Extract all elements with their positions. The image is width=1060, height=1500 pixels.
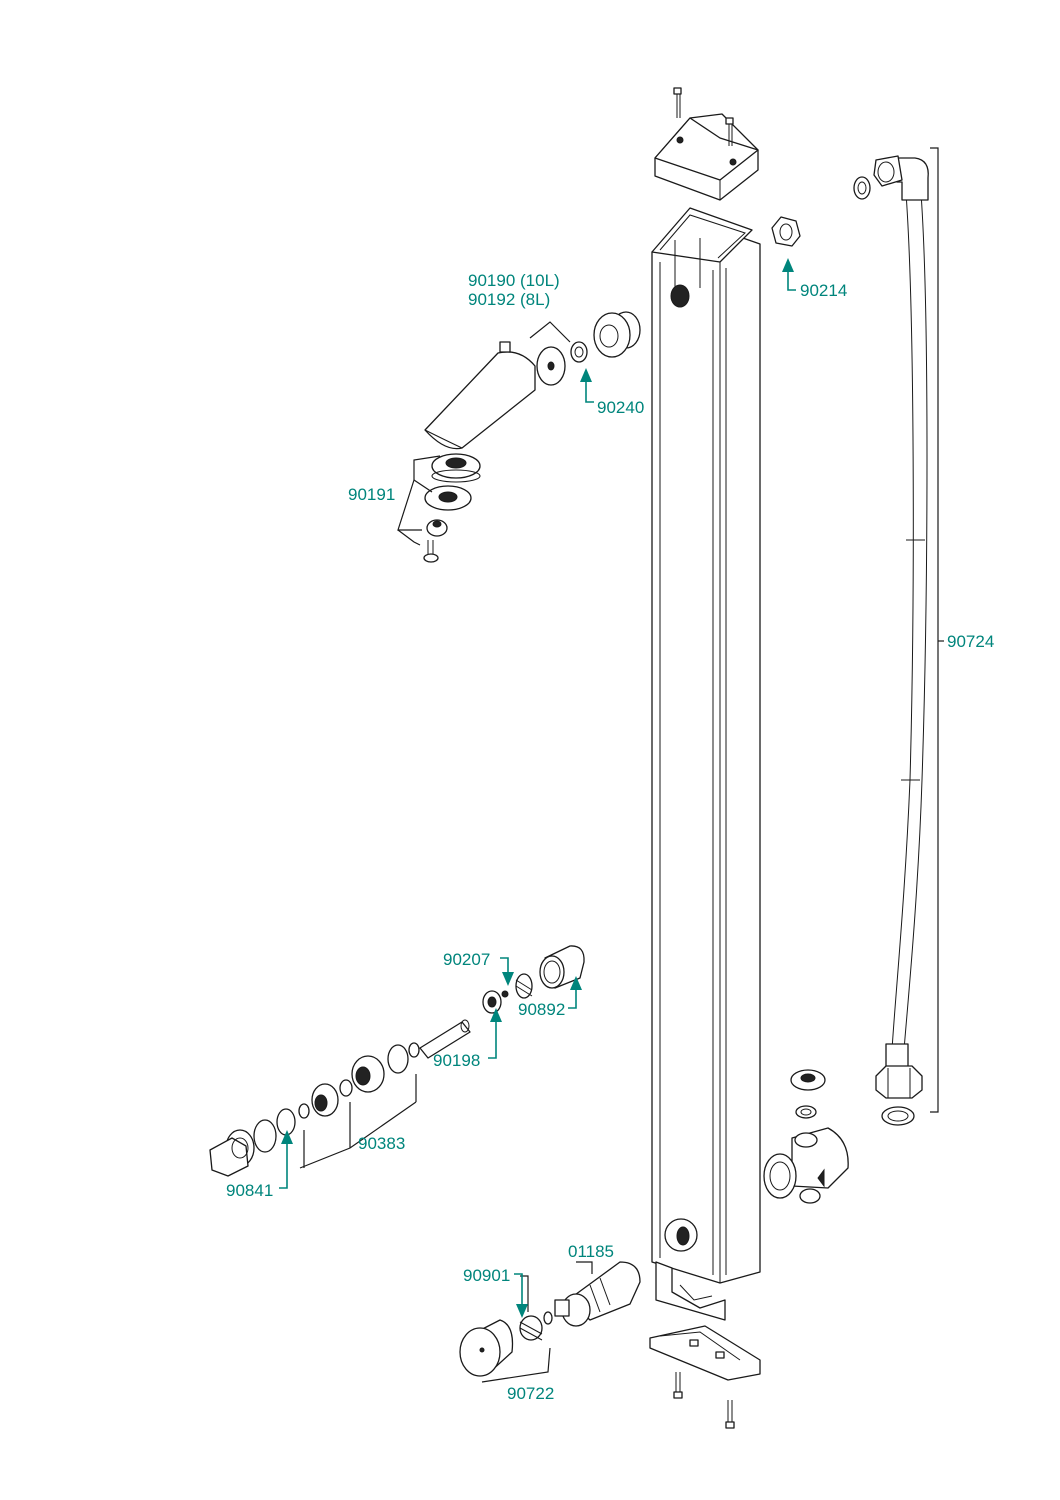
head-washer-large: [536, 346, 566, 386]
label-90722: 90722: [507, 1384, 554, 1403]
bottom-cap: [649, 1325, 761, 1381]
top-screw-right: [725, 117, 734, 146]
valve-seal: [339, 1079, 353, 1097]
lock-nut: [771, 216, 801, 247]
label-90892: 90892: [518, 1000, 565, 1019]
cartridge-spring: [519, 1315, 543, 1341]
label-90198: 90198: [433, 1051, 480, 1070]
shower-head: [424, 341, 536, 450]
valve-spindle: [419, 1019, 471, 1059]
flexible-hose: [891, 179, 928, 1051]
column-body: [651, 207, 761, 1284]
washer-bottom: [881, 1106, 915, 1126]
cartridge-washer: [543, 1311, 553, 1325]
label-90841: 90841: [226, 1181, 273, 1200]
label-90190: 90190 (10L): [468, 271, 560, 290]
label-01185: 01185: [568, 1242, 614, 1261]
hose-elbow-top: [873, 155, 929, 201]
leaders: [279, 147, 944, 1383]
hose-nut-bottom: [875, 1043, 923, 1099]
label-90214: 90214: [800, 281, 847, 300]
valve-o-rings: [387, 1042, 420, 1074]
t-connector-washer: [795, 1105, 817, 1119]
valve-sleeve: [539, 945, 585, 989]
label-90192: 90192 (8L): [468, 290, 550, 309]
label-90191: 90191: [348, 485, 395, 504]
washer-top: [853, 176, 871, 200]
head-washer-small: [570, 341, 588, 363]
spray-plate-upper: [431, 453, 481, 483]
head-connector: [593, 311, 641, 358]
label-90207: 90207: [443, 950, 490, 969]
label-90724: 90724: [947, 632, 994, 651]
label-90383: 90383: [358, 1134, 405, 1153]
bottom-screw-left: [673, 1372, 683, 1399]
spray-screw: [423, 540, 439, 563]
valve-head: [482, 990, 502, 1014]
cartridge-knob: [459, 1319, 514, 1377]
arrows: [281, 258, 794, 1318]
valve-washer: [298, 1103, 310, 1119]
valve-spring-upper: [515, 973, 533, 999]
valve-body-insert: [311, 1083, 339, 1117]
bottom-bracket: [655, 1261, 726, 1321]
top-screw-left: [673, 87, 682, 118]
bottom-screw-right: [725, 1400, 735, 1429]
t-connector: [763, 1127, 849, 1204]
valve-washer-small: [501, 990, 509, 998]
t-connector-nut: [790, 1069, 826, 1091]
cartridge: [554, 1261, 641, 1327]
top-cap: [654, 113, 759, 201]
label-90240: 90240: [597, 398, 644, 417]
spray-insert: [426, 519, 448, 537]
valve-cap: [209, 1129, 255, 1177]
labels: 90190 (10L) 90192 (8L) 90240 90191 90214…: [226, 271, 994, 1403]
spray-plate-lower: [424, 485, 472, 511]
label-90901: 90901: [463, 1266, 510, 1285]
valve-o-ring-outer: [253, 1119, 277, 1153]
valve-o-ring-large: [276, 1108, 296, 1136]
valve-cartridge: [351, 1055, 385, 1093]
